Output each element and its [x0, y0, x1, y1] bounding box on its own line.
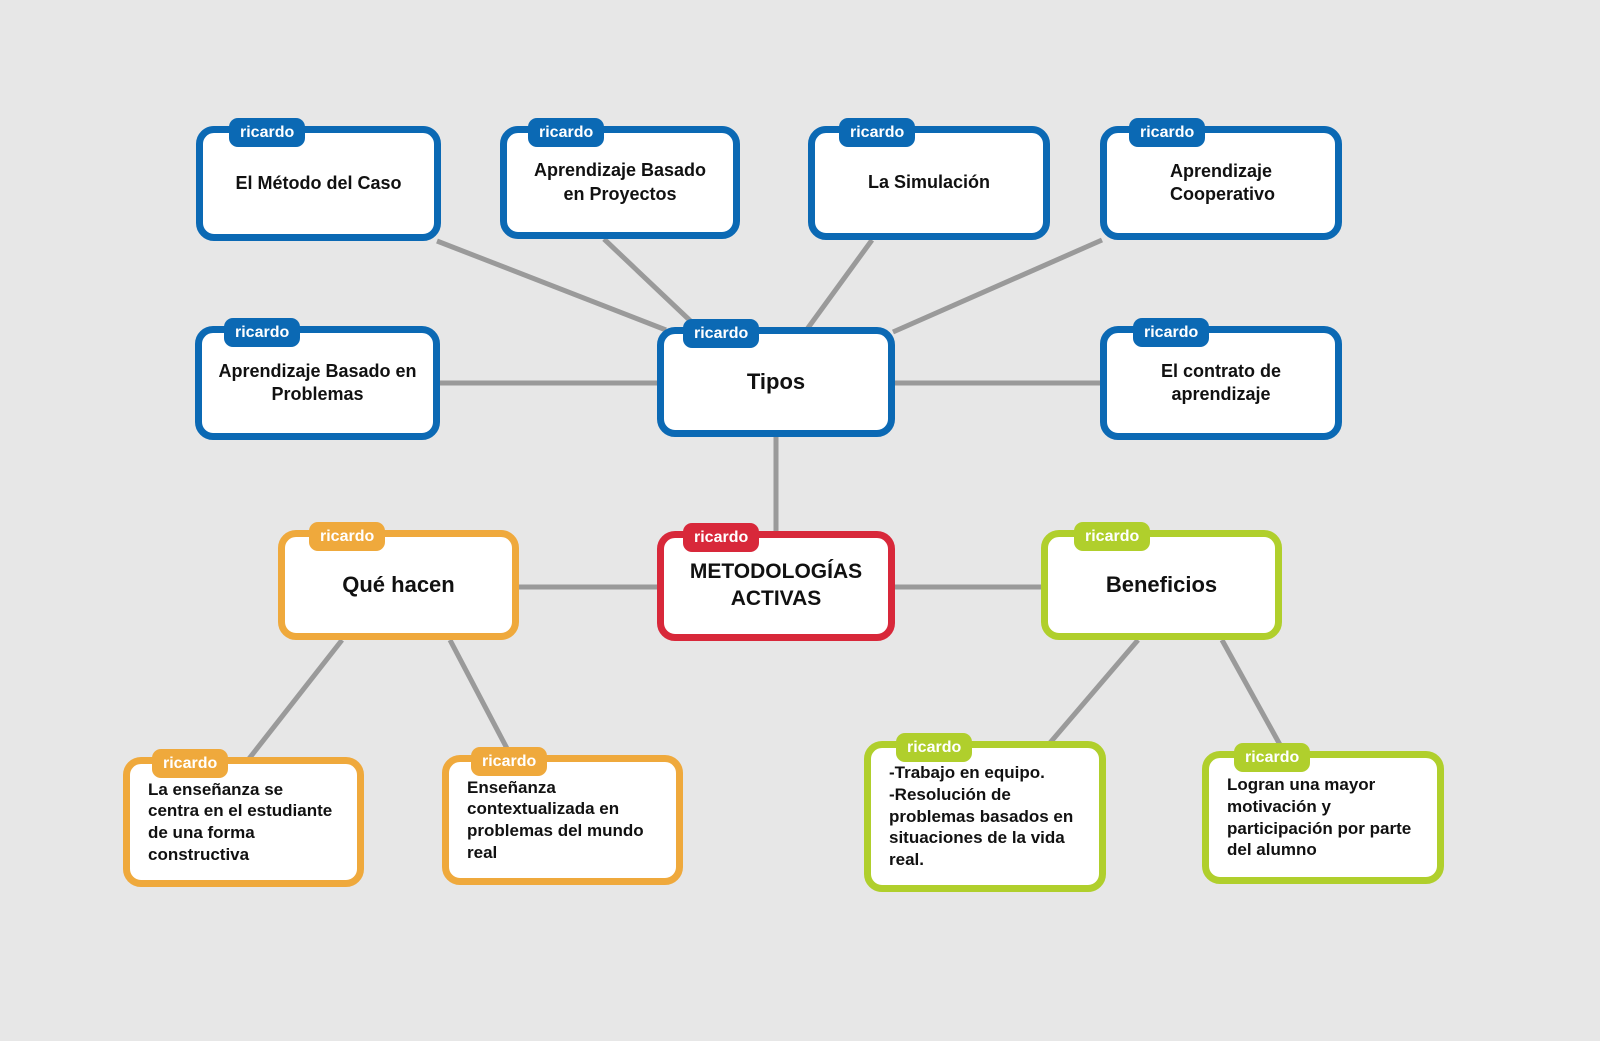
- node-trabajo-equipo[interactable]: ricardo -Trabajo en equipo. -Resolución …: [864, 733, 1106, 892]
- author-tag: ricardo: [896, 733, 973, 762]
- node-aprendizaje-proyectos[interactable]: ricardo Aprendizaje Basado en Proyectos: [500, 118, 740, 239]
- node-label: El contrato de aprendizaje: [1160, 360, 1281, 404]
- node-label: Aprendizaje Basado en Proyectos: [533, 160, 707, 204]
- node-label: Aprendizaje Basado en Problemas: [218, 360, 417, 404]
- node-label: METODOLOGÍAS ACTIVAS: [689, 560, 863, 610]
- node-metodologias-activas[interactable]: ricardo METODOLOGÍAS ACTIVAS: [657, 523, 895, 641]
- edge-cooperativo-to-tipos: [891, 237, 1104, 335]
- edge-beneficios-to-motivacion: [1219, 638, 1287, 754]
- node-simulacion[interactable]: ricardo La Simulación: [808, 118, 1050, 240]
- author-tag: ricardo: [683, 319, 760, 348]
- node-label: -Trabajo en equipo. -Resolución de probl…: [889, 763, 1074, 870]
- node-label: Enseñanza contextualizada en problemas d…: [467, 777, 644, 862]
- node-label: Tipos: [746, 368, 806, 394]
- node-ensenanza-centrada[interactable]: ricardo La enseñanza se centra en el est…: [123, 749, 364, 887]
- author-tag: ricardo: [1234, 743, 1311, 772]
- author-tag: ricardo: [152, 749, 229, 778]
- node-label: Qué hacen: [342, 571, 455, 597]
- node-label: El Método del Caso: [235, 172, 402, 193]
- author-tag: ricardo: [229, 118, 306, 147]
- node-beneficios[interactable]: ricardo Beneficios: [1041, 522, 1282, 640]
- author-tag: ricardo: [1074, 522, 1151, 551]
- author-tag: ricardo: [224, 318, 301, 347]
- node-label: Aprendizaje Cooperativo: [1170, 160, 1276, 204]
- node-que-hacen[interactable]: ricardo Qué hacen: [278, 522, 519, 640]
- author-tag: ricardo: [683, 523, 760, 552]
- node-tipos[interactable]: ricardo Tipos: [657, 319, 895, 437]
- author-tag: ricardo: [1129, 118, 1206, 147]
- node-label: Logran una mayor motivación y participac…: [1227, 775, 1412, 860]
- edge-quehacen-to-ensenanza-centra: [246, 638, 344, 762]
- edge-metodo-caso-to-tipos: [436, 238, 667, 333]
- node-aprendizaje-cooperativo[interactable]: ricardo Aprendizaje Cooperativo: [1100, 118, 1342, 240]
- node-metodo-caso[interactable]: ricardo El Método del Caso: [196, 118, 441, 241]
- node-label: La enseñanza se centra en el estudiante …: [148, 779, 333, 864]
- node-ensenanza-contextualizada[interactable]: ricardo Enseñanza contextualizada en pro…: [442, 747, 683, 885]
- author-tag: ricardo: [528, 118, 605, 147]
- author-tag: ricardo: [839, 118, 916, 147]
- node-contrato-aprendizaje[interactable]: ricardo El contrato de aprendizaje: [1100, 318, 1342, 440]
- edge-quehacen-to-ensenanza-context: [447, 638, 515, 760]
- author-tag: ricardo: [309, 522, 386, 551]
- edge-simulacion-to-tipos: [802, 238, 875, 334]
- edge-beneficios-to-trabajo: [1047, 638, 1140, 746]
- author-tag: ricardo: [1133, 318, 1210, 347]
- node-motivacion-participacion[interactable]: ricardo Logran una mayor motivación y pa…: [1202, 743, 1444, 884]
- node-label: Beneficios: [1105, 571, 1218, 597]
- author-tag: ricardo: [471, 747, 548, 776]
- node-label: La Simulación: [867, 172, 991, 193]
- node-aprendizaje-problemas[interactable]: ricardo Aprendizaje Basado en Problemas: [195, 318, 440, 440]
- edge-proyectos-to-tipos: [602, 237, 702, 332]
